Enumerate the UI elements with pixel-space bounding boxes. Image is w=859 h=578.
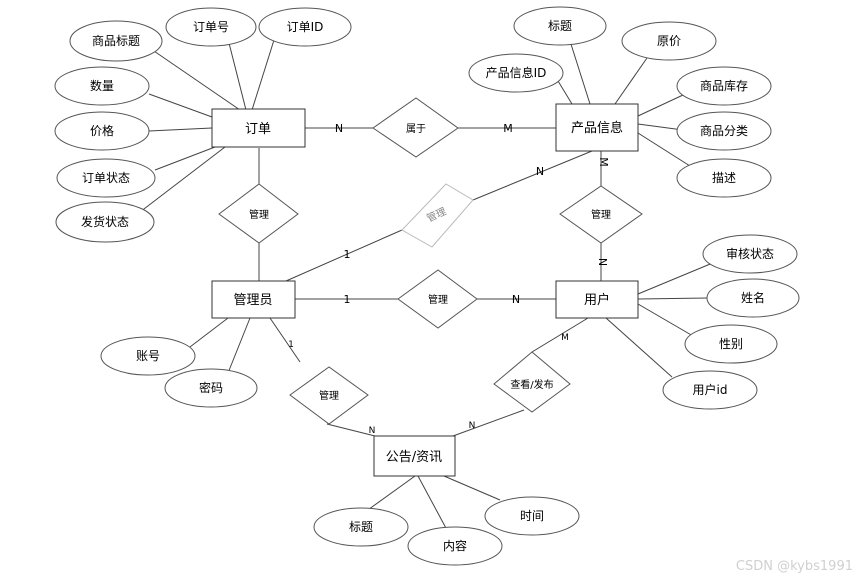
cardinality-label: N — [536, 165, 544, 178]
attribute-label: 商品分类 — [700, 123, 748, 138]
entity-order-label: 订单 — [245, 122, 271, 137]
line-product-attr — [637, 123, 684, 131]
relationship-manage-notice-label: 管理 — [319, 389, 339, 402]
line-notice-attr — [417, 475, 448, 531]
attribute-label: 用户id — [693, 382, 728, 397]
line-user-attr — [637, 261, 716, 295]
line-admin-attr — [227, 317, 251, 374]
line-admin-attr — [185, 317, 229, 351]
attribute-label: 审核状态 — [726, 246, 774, 261]
relationship-manage-product-user-label: 管理 — [591, 208, 611, 221]
line-product-attr — [637, 94, 684, 117]
line-manage-notice — [326, 423, 376, 437]
cardinality-label: M — [561, 333, 569, 343]
line-manage-product — [472, 150, 593, 201]
entity-admin-label: 管理员 — [233, 293, 272, 308]
entity-product: 产品信息 — [555, 103, 639, 152]
entity-user-label: 用户 — [584, 292, 610, 308]
attribute-order: 商品标题 订单号 订单ID 数量 价格 订单状态 发货状态 — [54, 7, 352, 243]
cardinality-label: M — [503, 122, 513, 135]
relationship-manage-order-label: 管理 — [249, 208, 269, 221]
line-product-attr — [569, 40, 591, 105]
line-order-attr — [139, 146, 226, 213]
connection-lines — [139, 38, 716, 531]
entity-notice-label: 公告/资讯 — [386, 450, 442, 465]
cardinality-labels: N M 1 N M N 1 N 1 N N M — [288, 122, 610, 436]
attribute-label: 标题 — [349, 520, 373, 534]
attribute-label: 标题 — [548, 19, 572, 33]
attribute-label: 产品信息ID — [486, 65, 547, 80]
attribute-label: 商品库存 — [700, 78, 748, 93]
entity-user: 用户 — [555, 280, 639, 319]
cardinality-label: N — [469, 421, 476, 431]
relationship-manage-notice: 管理 — [289, 366, 369, 425]
cardinality-label: N — [369, 426, 376, 436]
line-user-attr — [605, 317, 673, 378]
line-order-attr — [150, 48, 241, 111]
attribute-label: 内容 — [443, 538, 467, 553]
line-order-attr — [227, 38, 247, 111]
relationship-manage-user: 管理 — [397, 269, 478, 329]
relationship-view-publish-label: 查看/发布 — [510, 378, 553, 391]
line-notice-attr — [443, 475, 501, 501]
line-product-attr — [637, 132, 691, 167]
attribute-label: 账号 — [136, 349, 160, 363]
relationship-view-publish: 查看/发布 — [493, 351, 571, 413]
line-product-attr — [614, 57, 648, 105]
line-order-attr — [148, 127, 213, 132]
attribute-label: 发货状态 — [81, 214, 129, 229]
attribute-user: 审核状态 姓名 性别 用户id — [662, 234, 800, 410]
line-admin-manage-notice — [269, 317, 301, 363]
cardinality-label: 1 — [344, 293, 351, 306]
cardinality-label: 1 — [288, 340, 294, 350]
line-user-attr — [637, 297, 709, 300]
entity-product-label: 产品信息 — [571, 120, 623, 136]
attribute-label: 时间 — [520, 509, 544, 523]
attribute-label: 订单号 — [193, 20, 229, 34]
entity-order: 订单 — [211, 108, 306, 148]
cardinality-label: N — [512, 293, 520, 306]
attribute-label: 商品标题 — [92, 33, 140, 48]
line-order-attr — [251, 39, 275, 111]
cardinality-label: 1 — [344, 248, 351, 261]
attribute-label: 性别 — [719, 337, 743, 351]
relationship-manage-order: 管理 — [218, 183, 299, 244]
attribute-label: 价格 — [90, 123, 114, 138]
line-order-attr — [154, 146, 216, 171]
line-admin-manage-product — [285, 229, 403, 282]
attribute-product: 标题 原价 产品信息ID 商品库存 商品分类 描述 — [468, 6, 772, 198]
attribute-label: 姓名 — [741, 290, 765, 305]
line-user-view — [531, 317, 589, 353]
cardinality-label: N — [596, 258, 609, 266]
watermark: CSDN @kybs1991 — [735, 559, 853, 574]
attribute-admin: 账号 密码 — [100, 336, 258, 408]
attribute-label: 数量 — [90, 78, 114, 93]
relationship-manage-product-user: 管理 — [559, 185, 643, 244]
relationship-manage-user-label: 管理 — [428, 293, 448, 306]
line-user-attr — [637, 303, 694, 337]
line-order-attr — [148, 93, 213, 118]
line-notice-attr — [364, 475, 416, 513]
line-view-notice — [452, 409, 525, 437]
cardinality-label: N — [335, 122, 343, 135]
relationship-belongs: 属于 — [372, 97, 459, 158]
cardinality-label: M — [597, 157, 610, 167]
attribute-label: 密码 — [199, 380, 223, 395]
attribute-label: 原价 — [657, 34, 681, 48]
relationship-belongs-label: 属于 — [406, 123, 426, 135]
attribute-label: 描述 — [712, 171, 736, 185]
attribute-label: 订单ID — [287, 20, 324, 34]
attribute-label: 订单状态 — [82, 171, 130, 185]
attribute-notice: 标题 内容 时间 — [313, 496, 580, 566]
entity-admin: 管理员 — [211, 280, 296, 319]
entity-notice: 公告/资讯 — [373, 435, 456, 477]
relationship-manage-product: 管理 — [401, 183, 474, 248]
